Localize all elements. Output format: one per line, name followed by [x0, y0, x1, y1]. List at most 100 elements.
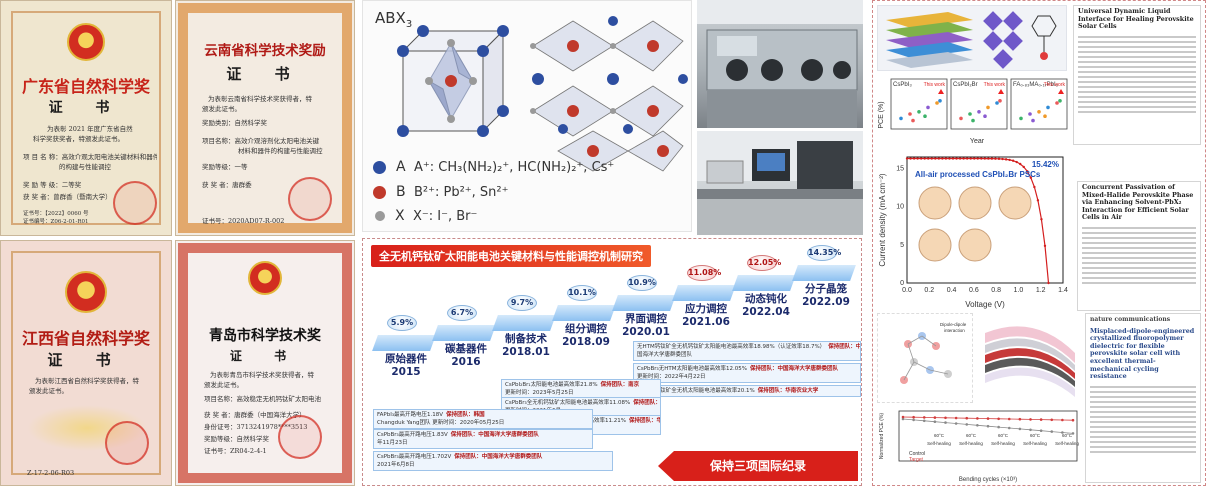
crystal-structure-diagram [397, 16, 688, 172]
record-arrow: 保持三项国际纪录 [658, 451, 858, 481]
process-illustration [958, 186, 992, 220]
flexible-layers [985, 326, 1075, 397]
glovebox-illustration [697, 0, 863, 128]
certificate-id: 身份证号：3713241978****3513 [204, 423, 308, 431]
pce-point [899, 116, 903, 121]
process-illustration [918, 228, 952, 262]
self-healing-label: Self-healing [991, 441, 1015, 446]
certificate-body: 颁发此证书。 [29, 387, 68, 395]
efficiency-badge: 10.1% [567, 285, 597, 301]
target-point [1071, 418, 1075, 422]
temperature-label: 60°C [966, 433, 977, 438]
self-healing-label: Self-healing [1055, 441, 1079, 446]
certificate-body: 为表彰 2021 年度广东省自然 [47, 125, 133, 133]
pce-panel-label: CsPbI₃ [893, 82, 912, 88]
pce-panel-tag: This work [924, 82, 946, 88]
pce-point [1043, 114, 1047, 118]
pce-panel-label: CsPbI₂Br [953, 82, 978, 88]
certificate-level: 奖 励 等 级：二等奖 [23, 181, 82, 189]
efficiency-badge: 12.05% [747, 255, 781, 271]
certificate-winner: 获 奖 者：唐群委 [202, 181, 252, 189]
legend-b: B B²⁺: Pb²⁺, Sn²⁺ [373, 184, 509, 200]
certificate-project: 项 目 名 称：高效介观太阳电池关键材料和器件 [23, 153, 157, 161]
certificate-subtitle: 证 书 [47, 351, 125, 369]
paper-2-title: Concurrent Passivation of Mixed-Halide P… [1082, 183, 1194, 222]
efficiency-badge: 14.35% [807, 245, 841, 261]
timeline-step [492, 315, 556, 331]
molecule-structure [1031, 15, 1057, 60]
paper-1: Universal Dynamic Liquid Interface for H… [1073, 5, 1201, 145]
temperature-label: 60°C [998, 433, 1009, 438]
timeline-step [432, 325, 496, 341]
bend-ylabel: Normalized PCE (%) [879, 413, 885, 459]
timeline-step [792, 265, 856, 281]
self-healing-label: Self-healing [927, 441, 951, 446]
certificate-body: 为表彰江西省自然科学奖获得者，特 [35, 377, 139, 385]
paper-1-title: Universal Dynamic Liquid Interface for H… [1078, 7, 1194, 31]
pce-panel-tag: This work [1044, 82, 1066, 88]
this-work-marker [998, 89, 1004, 94]
jv-title: All-air processed CsPbI₂Br PSCs [915, 170, 1041, 179]
legend-a: A A⁺: CH₃(NH₂)₂⁺, HC(NH₂)₂⁺, Cs⁺ [373, 159, 614, 175]
glovebox-photo [697, 0, 863, 128]
process-illustration [918, 186, 952, 220]
this-work-marker [938, 89, 944, 94]
official-seal-icon [288, 177, 332, 221]
timeline-banner: 全无机钙钛矿太阳能电池关键材料与性能调控机制研究 [371, 245, 651, 267]
legend-target: Target [909, 457, 924, 463]
certificate-border [11, 251, 161, 475]
certificate-number: 证书号：2020AD07-R-002 [202, 217, 285, 225]
publications-panel: Universal Dynamic Liquid Interface for H… [872, 0, 1206, 486]
certificate-title: 江西省自然科学奖 [21, 329, 150, 348]
certificate-body: 颁发此证书。 [202, 105, 241, 113]
perovskite-structure-panel: ABX3 [362, 0, 692, 232]
pce-point [959, 116, 963, 121]
bending-stability-chart: Normalized PCE (%)Bending cycles (×10³)S… [877, 405, 1083, 485]
jv-efficiency: 15.42% [1032, 160, 1059, 169]
efficiency-badge: 5.9% [387, 315, 417, 331]
certificate-qingdao: 青岛市科学技术奖 证 书 为表彰青岛市科学技术奖获得者，特 颁发此证书。 项目名… [175, 240, 355, 486]
jv-xtick: 0.8 [991, 287, 1001, 294]
efficiency-badge: 6.7% [447, 305, 477, 321]
certificate-winner: 获 奖 者：唐群委（中国海洋大学） [204, 411, 306, 419]
pce-point [1019, 116, 1023, 121]
this-work-marker [1058, 89, 1064, 94]
certificate-border [11, 11, 161, 225]
control-point [1071, 432, 1075, 435]
jv-xtick: 0.2 [924, 287, 934, 294]
jv-ytick: 0 [900, 280, 904, 287]
a-site-icon [373, 160, 386, 174]
self-healing-label: Self-healing [1023, 441, 1047, 446]
certificate-project: 的构建与性能调控 [59, 163, 111, 171]
national-emblem-icon [65, 271, 107, 313]
x-site-icon [375, 211, 385, 221]
official-seal-icon [105, 421, 149, 465]
pce-point [1037, 110, 1041, 114]
national-emblem-icon [67, 23, 105, 61]
pce-point [971, 118, 975, 123]
efficiency-badge: 10.9% [627, 275, 657, 291]
paper-3: nature communications Misplaced-dipole-e… [1085, 313, 1201, 483]
legend-control: Control [909, 451, 925, 457]
pce-point [908, 112, 912, 116]
jv-xtick: 0.0 [902, 287, 912, 294]
temperature-label: 60°C [1030, 433, 1041, 438]
certificate-project: 项目名称：高效稳定无机钙钛矿太阳电池 [204, 395, 321, 403]
certificate-body: 为表彰青岛市科学技术奖获得者，特 [210, 371, 314, 379]
certificate-title: 云南省科学技术奖励 [204, 43, 326, 59]
record-entry: CsPbI₂Br₁太阳能电池最高效率21.8%保持团队：南京更新时间：2023年… [501, 379, 661, 399]
pce-point [926, 105, 930, 110]
certificate-number: 证书号：【2022】0060 号 [23, 211, 89, 217]
pce-panel-tag: This work [984, 82, 1006, 88]
svg-text:interaction: interaction [944, 328, 965, 333]
device-stack-illustration [886, 11, 1057, 69]
jv-ytick: 15 [896, 165, 904, 172]
